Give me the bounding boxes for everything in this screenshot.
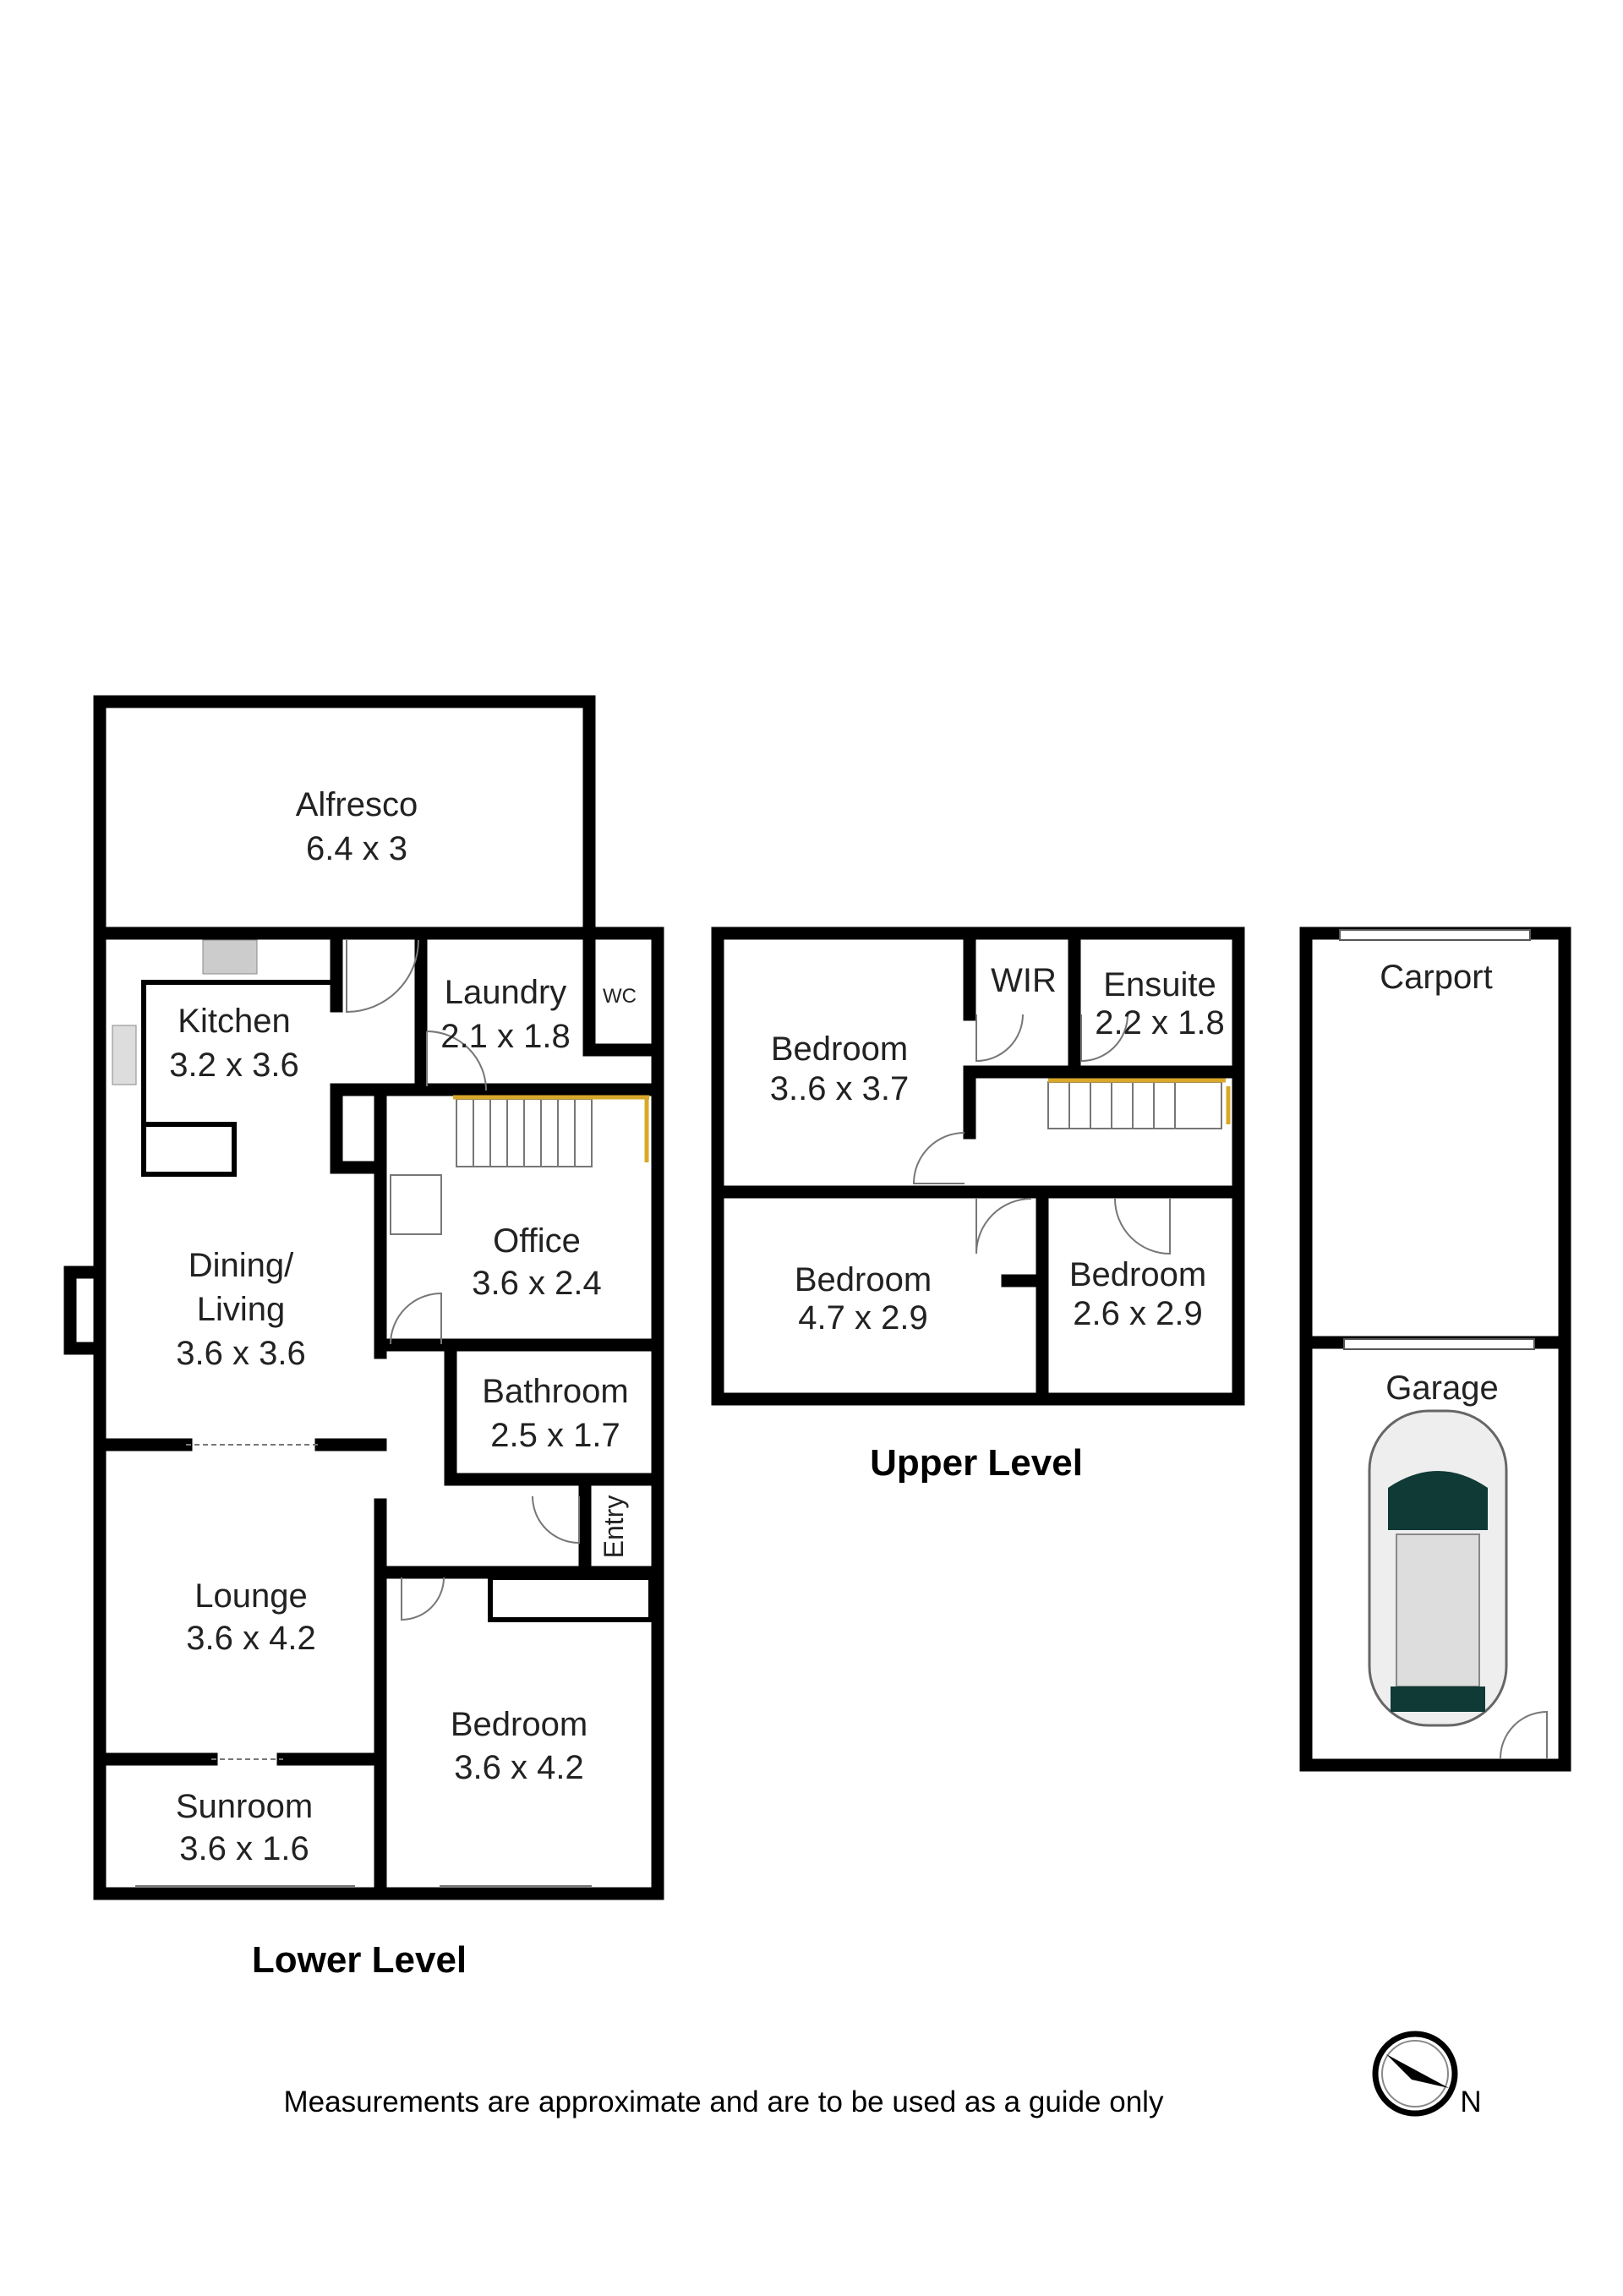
cooktop-icon (202, 939, 258, 975)
dining-label-1: Dining/ (189, 1247, 294, 1284)
stairs-lower (390, 1095, 649, 1235)
sunroom-label: Sunroom (176, 1788, 313, 1825)
sunroom-size: 3.6 x 1.6 (179, 1830, 309, 1867)
bedroom-lower-size: 3.6 x 4.2 (454, 1749, 583, 1786)
compass-north-label: N (1460, 2086, 1481, 2118)
ensuite-size: 2.2 x 1.8 (1095, 1004, 1224, 1041)
bathroom-size: 2.5 x 1.7 (490, 1417, 620, 1454)
carport-garage-plan (1299, 927, 1571, 1772)
lounge-label: Lounge (194, 1577, 307, 1615)
garage-label: Garage (1385, 1369, 1498, 1407)
upper-level-plan (711, 927, 1245, 1406)
wc-label: WC (603, 985, 637, 1008)
stairs-upper (1047, 1078, 1231, 1129)
bedroom-upper1-size: 3..6 x 3.7 (770, 1070, 910, 1107)
laundry-label: Laundry (445, 974, 567, 1011)
upper-level-title: Upper Level (870, 1442, 1083, 1484)
bathroom-label: Bathroom (482, 1373, 628, 1410)
disclaimer: Measurements are approximate and are to … (284, 2086, 1164, 2118)
bedroom-upper2-label: Bedroom (795, 1261, 932, 1298)
lower-level-title: Lower Level (252, 1939, 467, 1981)
carport-label: Carport (1380, 959, 1492, 996)
bedroom-lower-label: Bedroom (451, 1706, 587, 1743)
sink-icon (112, 1025, 137, 1085)
ensuite-label: Ensuite (1103, 966, 1216, 1003)
car-icon (1368, 1409, 1508, 1727)
bedroom-upper2-size: 4.7 x 2.9 (798, 1299, 927, 1337)
kitchen-bench (141, 980, 339, 1177)
alfresco-label: Alfresco (296, 786, 418, 823)
lower-level-plan (63, 695, 664, 1900)
kitchen-size: 3.2 x 3.6 (169, 1047, 298, 1084)
office-label: Office (493, 1222, 581, 1260)
bedroom-upper3-size: 2.6 x 2.9 (1073, 1295, 1202, 1332)
entry-label: Entry (598, 1495, 629, 1559)
alfresco-size: 6.4 x 3 (306, 830, 407, 867)
laundry-size: 2.1 x 1.8 (440, 1018, 570, 1055)
lounge-size: 3.6 x 4.2 (186, 1620, 315, 1657)
kitchen-label: Kitchen (178, 1003, 290, 1040)
bedroom-upper1-label: Bedroom (771, 1030, 908, 1068)
compass-icon (1372, 2031, 1458, 2117)
office-size: 3.6 x 2.4 (472, 1265, 601, 1302)
dining-label-2: Living (197, 1291, 286, 1328)
dining-size: 3.6 x 3.6 (176, 1335, 305, 1372)
door (346, 939, 419, 1014)
fireplace (63, 1266, 107, 1355)
wir-label: WIR (991, 962, 1057, 999)
bedroom-upper3-label: Bedroom (1069, 1256, 1206, 1293)
